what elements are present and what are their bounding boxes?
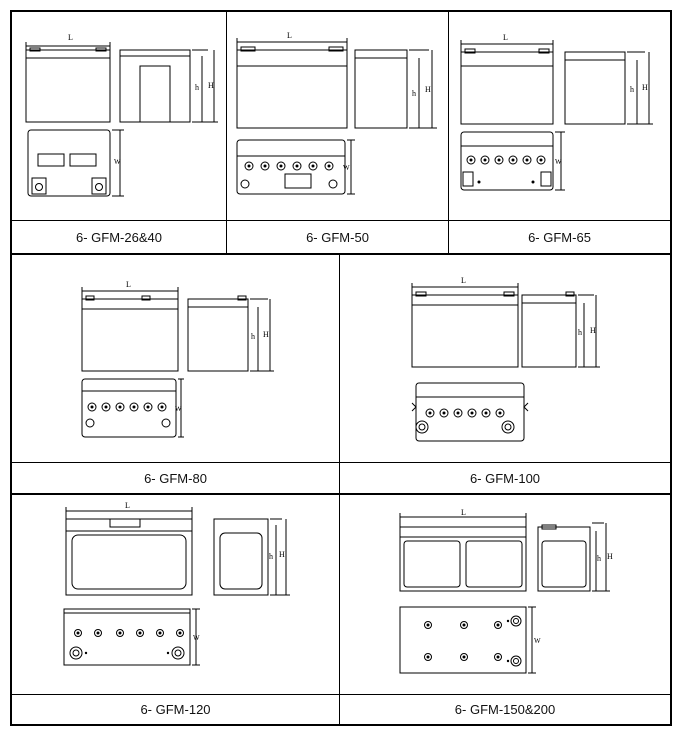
drawing-gfm-65: L h H W xyxy=(460,33,653,191)
front-view xyxy=(236,38,348,129)
label-height-inner: h xyxy=(630,85,634,94)
label-height-inner: h xyxy=(195,83,199,92)
caption-gfm-100: 6- GFM-100 xyxy=(469,470,541,486)
label-width: W xyxy=(193,634,200,642)
caption-gfm-26-40: 6- GFM-26&40 xyxy=(76,229,162,245)
top-view xyxy=(27,129,124,197)
caption-gfm-65: 6- GFM-65 xyxy=(528,229,591,245)
label-width: W xyxy=(534,637,541,645)
drawing-gfm-150-200: L h H W xyxy=(399,508,613,674)
top-view xyxy=(411,382,529,442)
label-height-total: H xyxy=(425,85,431,94)
top-view xyxy=(399,606,536,674)
label-height-total: H xyxy=(208,81,214,90)
label-height-total: H xyxy=(263,330,269,339)
front-view xyxy=(399,513,527,592)
label-length: L xyxy=(287,31,292,40)
front-view xyxy=(25,42,111,123)
side-view xyxy=(187,295,274,372)
label-length: L xyxy=(461,508,466,517)
label-length: L xyxy=(126,280,131,289)
caption-gfm-120: 6- GFM-120 xyxy=(140,702,211,717)
caption-gfm-50: 6- GFM-50 xyxy=(306,229,369,245)
front-view xyxy=(411,283,519,368)
label-length: L xyxy=(461,276,466,285)
side-view xyxy=(521,291,600,368)
side-view xyxy=(537,522,610,592)
drawing-gfm-80: L h H W xyxy=(81,280,274,438)
top-view xyxy=(63,608,200,666)
label-height-total: H xyxy=(607,552,613,561)
front-view xyxy=(65,507,193,596)
label-width: W xyxy=(175,405,182,413)
drawing-gfm-100: L h H xyxy=(411,276,600,442)
label-length: L xyxy=(68,33,73,42)
front-view xyxy=(81,287,179,372)
label-length: L xyxy=(503,33,508,42)
label-height-total: H xyxy=(590,326,596,335)
top-view xyxy=(81,378,184,438)
label-height-total: H xyxy=(279,550,285,559)
label-width: W xyxy=(343,164,350,172)
label-height-inner: h xyxy=(578,328,582,337)
side-view xyxy=(564,51,653,125)
label-height-inner: h xyxy=(251,332,255,341)
label-width: W xyxy=(114,158,121,166)
label-length: L xyxy=(125,501,130,510)
caption-gfm-80: 6- GFM-80 xyxy=(144,470,207,486)
label-height-inner: h xyxy=(269,552,273,561)
top-view xyxy=(460,131,565,191)
top-view xyxy=(236,139,355,195)
drawing-gfm-26-40: L h H W xyxy=(25,33,218,197)
drawing-gfm-120: L h H W xyxy=(63,501,290,666)
drawing-gfm-50: L h H W xyxy=(236,31,437,195)
label-width: W xyxy=(555,158,562,166)
label-height-inner: h xyxy=(412,89,416,98)
label-height-inner: h xyxy=(597,554,601,563)
caption-gfm-150-200: 6- GFM-150&200 xyxy=(454,702,556,717)
side-view xyxy=(213,518,290,596)
side-view xyxy=(119,49,218,123)
side-view xyxy=(354,49,437,129)
front-view xyxy=(460,40,554,125)
label-height-total: H xyxy=(642,83,648,92)
